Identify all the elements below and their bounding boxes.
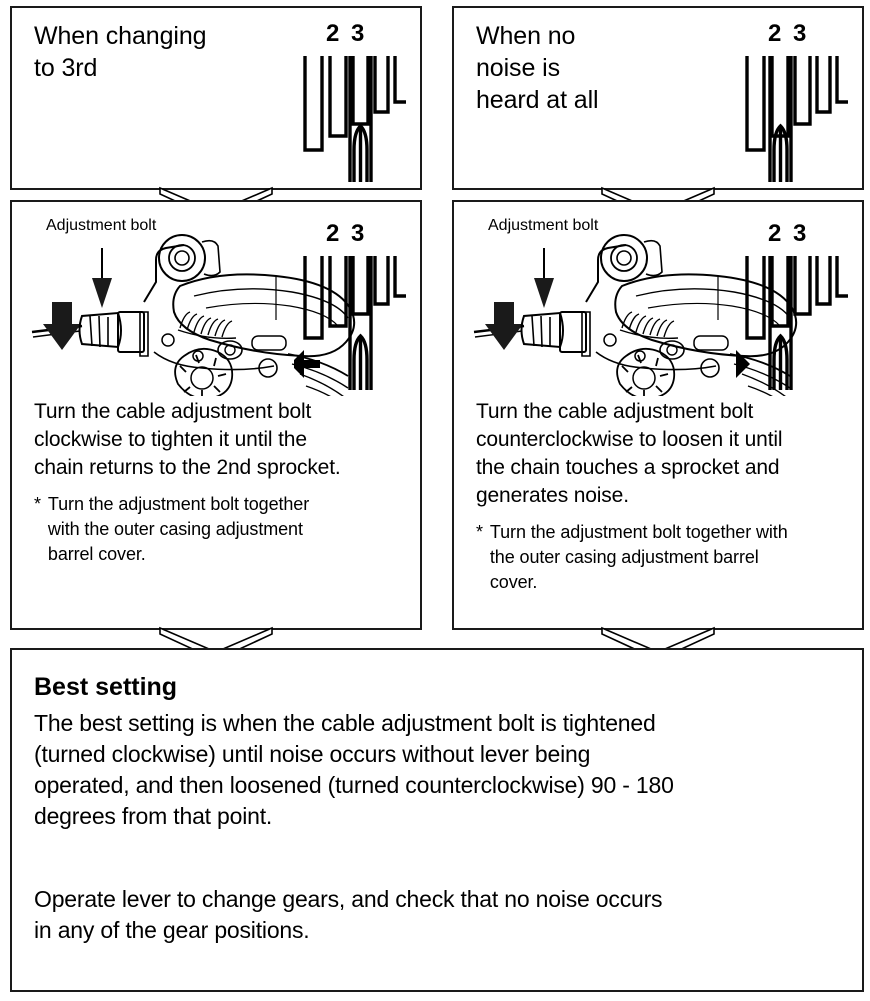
instruction-footnote: * Turn the adjustment bolt together with… <box>34 492 409 567</box>
cassette-diagram-top-left: 2 3 <box>294 22 412 182</box>
panel-tighten-instruction: Adjustment bolt <box>10 200 422 630</box>
sprocket-label-2: 2 <box>326 20 341 47</box>
panel-loosen-instruction: Adjustment bolt <box>452 200 864 630</box>
instruction-body-text: Turn the cable adjustment bolt countercl… <box>476 400 783 507</box>
sprocket-label-3: 3 <box>793 220 808 247</box>
panel-best-setting: Best setting The best setting is when th… <box>10 648 864 992</box>
panel-when-no-noise: When no noise is heard at all 2 3 <box>452 6 864 190</box>
adjustment-bolt-callout-label: Adjustment bolt <box>488 217 599 234</box>
cable-direction-arrow <box>43 302 81 350</box>
jockey-wheel <box>616 347 676 396</box>
sprocket-teeth-graphic <box>745 56 848 182</box>
sprocket-label-2: 2 <box>768 20 783 47</box>
cassette-diagram-middle-right: 2 3 <box>736 222 861 392</box>
cable-direction-arrow <box>485 302 523 350</box>
chain-indicator <box>348 56 373 182</box>
panel-heading: When changing to 3rd <box>34 22 207 82</box>
rear-derailleur-illustration <box>473 234 798 396</box>
callout-arrowhead <box>92 278 112 308</box>
adjustment-bolt-callout-label: Adjustment bolt <box>46 217 157 234</box>
best-setting-paragraph-2: Operate lever to change gears, and check… <box>34 886 663 943</box>
cassette-diagram-top-right: 2 3 <box>736 22 854 182</box>
sprocket-label-3: 3 <box>351 220 366 247</box>
jockey-wheel <box>174 347 234 396</box>
panel-heading: When no noise is heard at all <box>476 22 599 114</box>
chain-indicator <box>768 56 793 182</box>
shift-direction-arrow-right <box>736 350 750 378</box>
sprocket-label-2: 2 <box>768 220 783 247</box>
sprocket-teeth-graphic <box>303 56 406 182</box>
footnote-marker: * <box>476 522 483 542</box>
footnote-marker: * <box>34 494 41 514</box>
sprocket-label-2: 2 <box>326 220 341 247</box>
callout-arrowhead <box>534 278 554 308</box>
footnote-text: Turn the adjustment bolt together with t… <box>47 494 310 564</box>
footnote-text: Turn the adjustment bolt together with t… <box>489 522 788 592</box>
rear-derailleur-illustration <box>31 234 356 396</box>
best-setting-title: Best setting <box>34 673 178 701</box>
chain-indicator <box>768 256 793 390</box>
best-setting-paragraph-1: The best setting is when the cable adjus… <box>34 710 674 829</box>
chain-indicator <box>348 256 373 390</box>
sprocket-label-3: 3 <box>351 20 366 47</box>
sprocket-teeth-graphic <box>294 256 406 390</box>
shift-direction-arrow-left <box>294 350 320 378</box>
instruction-body-text: Turn the cable adjustment bolt clockwise… <box>34 400 341 479</box>
sprocket-label-3: 3 <box>793 20 808 47</box>
panel-when-changing-to-3rd: When changing to 3rd 2 3 <box>10 6 422 190</box>
cassette-diagram-middle-left: 2 3 <box>294 222 419 392</box>
sprocket-teeth-graphic <box>736 256 848 390</box>
instruction-footnote: * Turn the adjustment bolt together with… <box>476 520 861 595</box>
